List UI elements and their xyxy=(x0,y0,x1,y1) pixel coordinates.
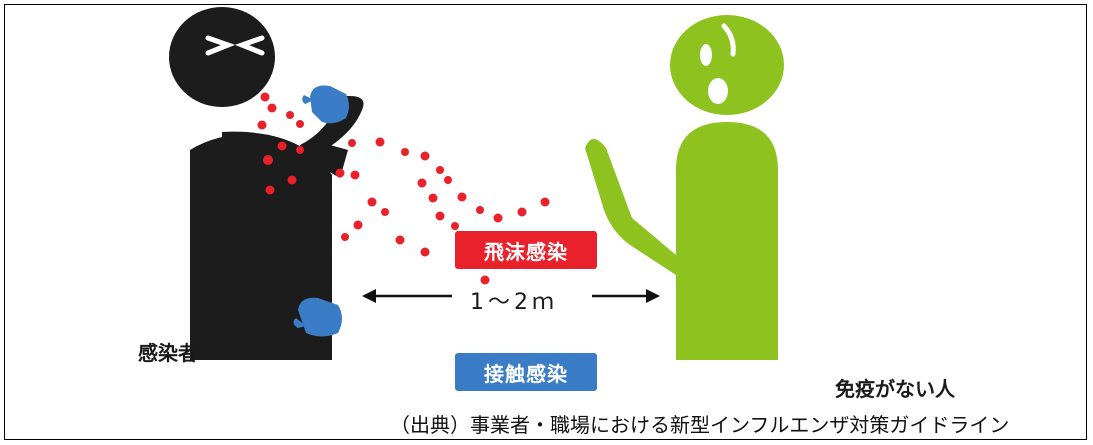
worried-face-icon xyxy=(700,23,736,104)
arrow-left-icon xyxy=(362,289,452,303)
infected-person-label: 感染者 xyxy=(138,341,198,365)
glove-upper-icon xyxy=(302,85,349,124)
infected-person-figure xyxy=(169,7,364,360)
squint-face-icon xyxy=(205,35,265,56)
non-immune-person-figure xyxy=(585,15,784,360)
source-caption: （出典）事業者・職場における新型インフルエンザ対策ガイドライン xyxy=(390,413,1010,437)
droplet-infection-badge: 飛沫感染 xyxy=(455,231,597,269)
distance-label: 1～2ｍ xyxy=(470,290,558,315)
non-immune-person-label: 免疫がない人 xyxy=(835,377,955,401)
contact-infection-badge: 接触感染 xyxy=(455,353,597,391)
arrow-right-icon xyxy=(592,289,660,303)
glove-lower-icon xyxy=(293,297,342,337)
droplet-dots xyxy=(257,92,550,285)
